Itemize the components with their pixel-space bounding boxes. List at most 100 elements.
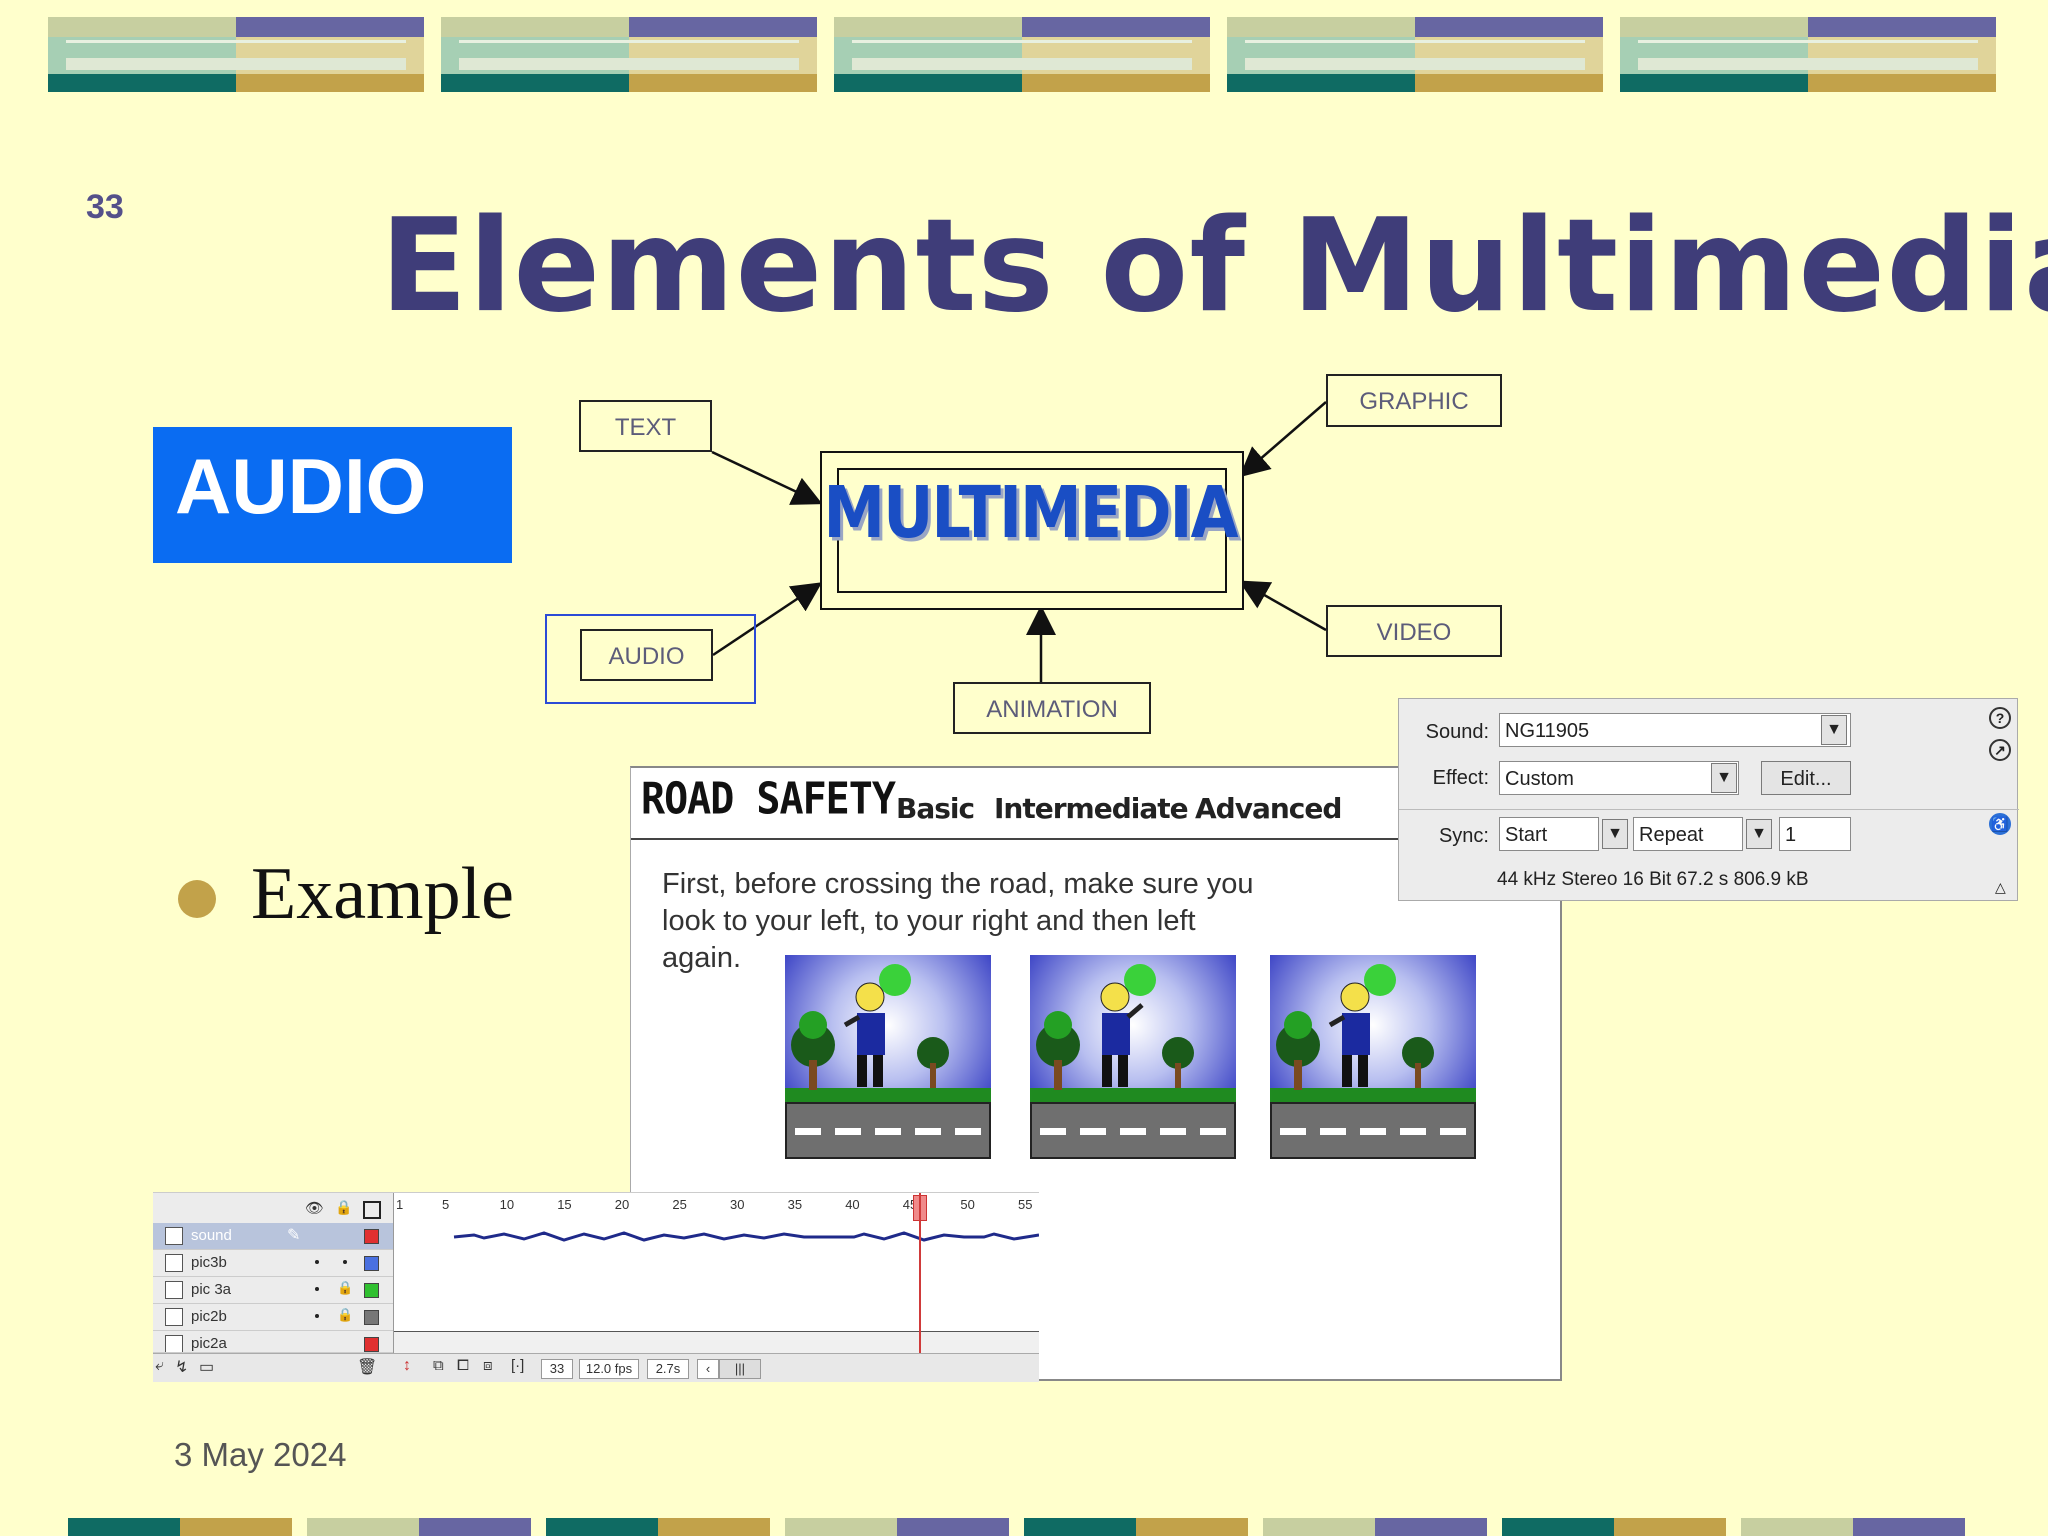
multimedia-label: MULTIMEDIA [823, 470, 1238, 555]
arrow-video [1238, 580, 1327, 632]
layer-color-swatch [364, 1310, 379, 1325]
band-segment [48, 74, 236, 92]
ruler-tick-label: 55 [1018, 1197, 1033, 1212]
onion-outline-icon[interactable]: ⧠ [457, 1357, 470, 1374]
add-layer-icon[interactable]: ⤶ [155, 1357, 164, 1374]
layer-row[interactable]: sound ✎ [153, 1223, 393, 1250]
bullet-dot [178, 880, 216, 918]
band-segment [897, 1518, 1009, 1536]
ruler-tick-label: 1 [396, 1197, 404, 1212]
scroll-left-icon[interactable]: ‹ [697, 1359, 719, 1379]
band-segment [419, 1518, 531, 1536]
timeline-scrollbar[interactable]: ||| [719, 1359, 761, 1379]
band-segment [236, 74, 424, 92]
collapse-arrow-icon[interactable]: △ [1995, 879, 2006, 895]
timeline-panel: 👁 🔒 sound ✎ pic3b pic 3a 🔒 pic2b 🔒 [153, 1192, 1039, 1382]
timeline-status-bar: ⤶ ↯ ▭ 🗑 ↕ ⧉ ⧠ ⧈ [·] 33 12.0 fps 2.7s ‹ |… [153, 1353, 1039, 1382]
band-segment [1022, 17, 1210, 37]
band-segment [441, 74, 629, 92]
ruler-tick-label: 5 [442, 1197, 450, 1212]
band-segment [834, 74, 1022, 92]
slide-number: 33 [86, 188, 124, 226]
band-segment [180, 1518, 292, 1536]
band-segment [459, 58, 799, 70]
add-folder-icon[interactable]: ▭ [199, 1359, 215, 1376]
band-segment [1620, 74, 1808, 92]
arrow-graphic [1239, 401, 1327, 478]
frame-row[interactable] [394, 1304, 1039, 1332]
frame-row-sound[interactable] [394, 1223, 1039, 1251]
band-segment [1415, 17, 1603, 37]
expand-icon[interactable]: ↗ [1989, 739, 2011, 761]
nav-basic[interactable]: Basic [896, 792, 975, 825]
band-segment [1620, 17, 1808, 37]
band-segment [1245, 58, 1585, 70]
help-icon[interactable]: ? [1989, 707, 2011, 729]
layer-row[interactable]: pic2b 🔒 [153, 1304, 393, 1331]
band-segment [1808, 74, 1996, 92]
trash-icon[interactable]: 🗑 [357, 1359, 378, 1376]
nav-advanced[interactable]: Advanced [1195, 792, 1342, 825]
band-segment [629, 74, 817, 92]
accessibility-icon[interactable]: ♿ [1989, 813, 2011, 835]
onion-markers-icon[interactable]: [·] [511, 1357, 525, 1374]
band-segment [236, 17, 424, 37]
layer-row[interactable]: pic3b [153, 1250, 393, 1277]
band-segment [48, 17, 236, 37]
sound-dropdown-arrow-icon[interactable]: ▼ [1821, 715, 1847, 745]
band-segment [66, 40, 406, 43]
sound-waveform [453, 1231, 1039, 1242]
ruler-tick-label: 50 [960, 1197, 975, 1212]
effect-dropdown-arrow-icon[interactable]: ▼ [1711, 763, 1737, 793]
elapsed-time: 2.7s [647, 1359, 689, 1379]
layer-icon [165, 1281, 183, 1299]
layer-icon [165, 1227, 183, 1245]
sound-info: 44 kHz Stereo 16 Bit 67.2 s 806.9 kB [1497, 869, 1809, 890]
ruler-tick-label: 30 [730, 1197, 745, 1212]
frame-row[interactable] [394, 1277, 1039, 1305]
band-segment [834, 17, 1022, 37]
sync-select[interactable]: Start [1499, 817, 1599, 851]
ruler-tick-label: 40 [845, 1197, 860, 1212]
band-segment [1415, 74, 1603, 92]
pencil-icon: ✎ [287, 1227, 301, 1244]
layer-name: pic 3a [191, 1281, 232, 1298]
layer-icon [165, 1335, 183, 1352]
center-frame-icon[interactable]: ↕ [403, 1357, 411, 1374]
effect-select[interactable]: Custom [1499, 761, 1739, 795]
layer-row[interactable]: pic 3a 🔒 [153, 1277, 393, 1304]
repeat-select[interactable]: Repeat [1633, 817, 1743, 851]
outline-icon[interactable] [363, 1201, 381, 1219]
layer-color-swatch [364, 1283, 379, 1298]
band-segment [307, 1518, 419, 1536]
lock-icon[interactable]: 🔒 [335, 1199, 353, 1215]
sound-select[interactable]: NG11905 [1499, 713, 1851, 747]
layer-row[interactable]: pic2a [153, 1331, 393, 1353]
eye-icon[interactable]: 👁 [305, 1200, 325, 1217]
audio-heading-box: AUDIO [153, 427, 512, 563]
repeat-count-input[interactable]: 1 [1779, 817, 1851, 851]
node-animation: ANIMATION [953, 682, 1151, 734]
add-guide-icon[interactable]: ↯ [175, 1359, 189, 1376]
repeat-dropdown-arrow-icon[interactable]: ▼ [1746, 819, 1772, 849]
band-segment [459, 40, 799, 43]
sync-dropdown-arrow-icon[interactable]: ▼ [1602, 819, 1628, 849]
band-segment [546, 1518, 658, 1536]
bullet-example: Example [251, 853, 515, 935]
edit-frames-icon[interactable]: ⧈ [483, 1357, 493, 1374]
ruler-tick-label: 35 [787, 1197, 803, 1212]
lock-icon: 🔒 [337, 1307, 354, 1322]
arrow-audio [712, 582, 823, 657]
onion-skin-icon[interactable]: ⧉ [433, 1357, 444, 1374]
edit-button[interactable]: Edit... [1761, 761, 1851, 795]
frame-row[interactable] [394, 1250, 1039, 1278]
band-segment [629, 17, 817, 37]
ruler-tick-label: 25 [672, 1197, 687, 1212]
layer-color-swatch [364, 1256, 379, 1271]
nav-intermediate[interactable]: Intermediate [994, 792, 1189, 825]
slide-title: Elements of Multimedia [380, 192, 2048, 341]
band-segment [785, 1518, 897, 1536]
